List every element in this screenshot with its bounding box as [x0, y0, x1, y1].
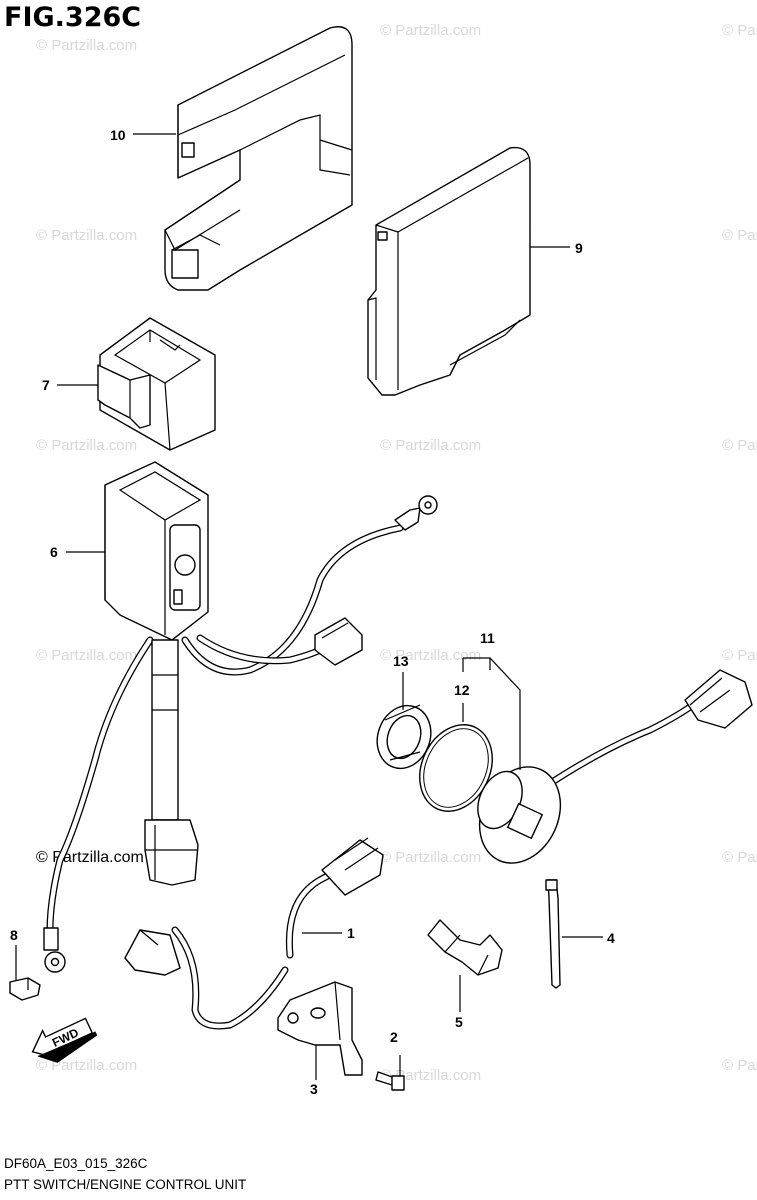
- callout-10: 10: [110, 127, 126, 143]
- callout-11: 11: [480, 630, 495, 646]
- part-7-relay: [97, 317, 216, 451]
- watermark: © Partzilla.com: [36, 37, 137, 54]
- watermarks: © Partzilla.com © Partzilla.com © Partzi…: [36, 22, 757, 1084]
- part-4-cable-tie: [545, 879, 561, 989]
- part-2-bolt: [375, 1071, 405, 1091]
- watermark: © Partzilla.com: [722, 227, 757, 244]
- figure-title: FIG.326C: [4, 2, 142, 33]
- callout-9: 9: [575, 240, 583, 256]
- callout-4: 4: [607, 930, 615, 946]
- leader-lines: [15, 133, 603, 1080]
- watermark: © Partzilla.com: [380, 1067, 481, 1084]
- watermark: © Partzilla.com: [36, 1057, 137, 1074]
- callout-13: 13: [393, 653, 409, 669]
- callout-12: 12: [454, 682, 470, 698]
- part-3-bracket: [277, 981, 363, 1076]
- callout-1: 1: [347, 925, 355, 941]
- watermark: © Partzilla.com: [380, 22, 481, 39]
- watermark: © Partzilla.com: [722, 647, 757, 664]
- watermark: © Partzilla.com: [36, 437, 137, 454]
- watermark: © Partzilla.com: [722, 849, 757, 866]
- part-6-ptt-relay: [43, 461, 438, 973]
- watermark-dark: © Partzilla.com: [36, 849, 144, 866]
- callout-7: 7: [42, 377, 50, 393]
- watermark: © Partzilla.com: [380, 437, 481, 454]
- callout-8: 8: [10, 927, 18, 943]
- callout-6: 6: [50, 544, 58, 560]
- watermark: © Partzilla.com: [380, 647, 481, 664]
- part-1-harness: [124, 837, 384, 1030]
- callout-3: 3: [310, 1081, 318, 1097]
- diagram-code: DF60A_E03_015_326C: [4, 1156, 148, 1171]
- watermark: © Partzilla.com: [380, 849, 481, 866]
- watermark: © Partzilla.com: [722, 1057, 757, 1074]
- part-11-ptt-switch: [477, 669, 753, 864]
- part-13-grommet: [376, 704, 432, 770]
- fwd-arrow: FWD: [31, 1017, 98, 1063]
- part-9-engine-control-unit: [367, 146, 531, 396]
- watermark: © Partzilla.com: [36, 647, 137, 664]
- part-5-clamp: [427, 919, 503, 976]
- callout-5: 5: [455, 1014, 463, 1030]
- callout-2: 2: [390, 1029, 398, 1045]
- diagram-caption: PTT SWITCH/ENGINE CONTROL UNIT: [4, 1177, 247, 1192]
- watermark: © Partzilla.com: [36, 227, 137, 244]
- watermark: © Partzilla.com: [722, 22, 757, 39]
- watermark: © Partzilla.com: [722, 437, 757, 454]
- part-8-bolt: [9, 977, 41, 1001]
- callouts: 10 9 7 6 11 13 12 1 4 8 5 2 3: [10, 127, 615, 1097]
- part-10-cover: [164, 26, 353, 291]
